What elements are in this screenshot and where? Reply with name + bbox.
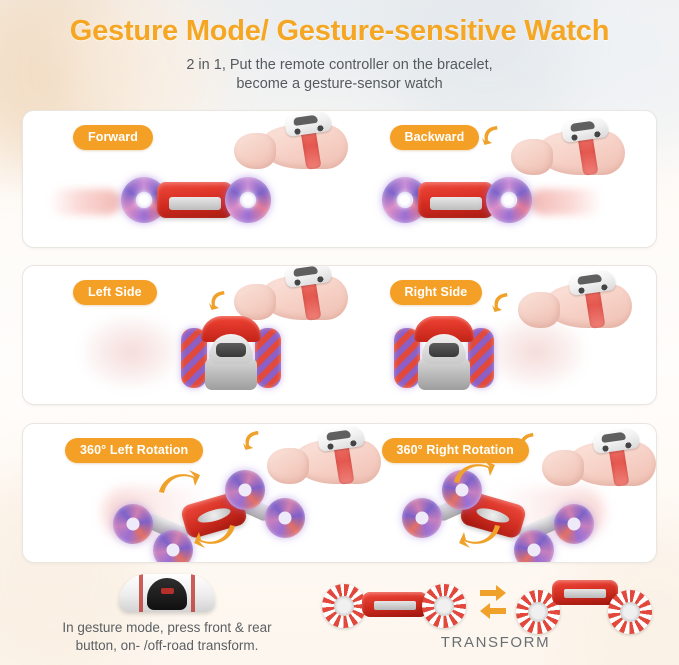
hook-arrow-icon (490, 290, 512, 316)
car-body (362, 592, 428, 617)
rotation-arrow-icon (458, 520, 504, 550)
badge-right-rotation: 360° Right Rotation (381, 438, 529, 463)
car-onroad-state (510, 578, 658, 634)
badge-right-side: Right Side (389, 280, 483, 305)
car-wheel (225, 177, 271, 223)
hook-arrow-icon (207, 288, 229, 314)
page-title: Gesture Mode/ Gesture-sensitive Watch (69, 15, 610, 47)
badge-forward: Forward (73, 125, 154, 150)
badge-left-rotation: 360° Left Rotation (65, 438, 204, 463)
gesture-mode-caption: In gesture mode, press front & rear butt… (22, 619, 312, 655)
subtitle-line-1: 2 in 1, Put the remote controller on the… (186, 56, 493, 73)
stunt-car-side-view (366, 173, 602, 231)
hand-gesture-icon (505, 115, 625, 183)
fist-shape (541, 450, 584, 486)
hand-gesture-icon (261, 424, 381, 492)
hook-arrow-icon (480, 123, 502, 149)
hook-arrow-icon (211, 247, 233, 248)
gesture-mode-note: In gesture mode, press front & rear butt… (22, 570, 312, 655)
car-body (552, 580, 618, 605)
car-wheel (485, 177, 532, 223)
panel-left-right-side: Left Side Right Side (22, 265, 657, 405)
stunt-car-side-view (49, 173, 285, 231)
car-top-view (119, 574, 215, 612)
rotation-arrow-icon (450, 458, 496, 488)
hook-arrow-icon (241, 428, 263, 454)
panel-half-right-side: Right Side (340, 266, 657, 404)
hand-gesture-icon (228, 111, 348, 177)
car-wheel (401, 498, 442, 538)
rotation-arrow-icon (155, 468, 201, 498)
page-subtitle: 2 in 1, Put the remote controller on the… (0, 56, 679, 95)
panel-half-backward: Backward (340, 111, 657, 247)
hook-arrow-icon (516, 430, 538, 456)
car-offroad-state (320, 578, 468, 630)
fist-shape (510, 139, 553, 175)
motion-blur (49, 189, 121, 215)
motion-ghost (83, 316, 179, 388)
fist-shape (517, 292, 560, 328)
stunt-car-rotating (103, 468, 309, 562)
car-wheel (608, 590, 652, 634)
panel-half-left-side: Left Side (23, 266, 348, 404)
panel-half-forward: Forward (23, 111, 348, 248)
car-wheel (322, 584, 366, 628)
arrow-right-icon (480, 585, 506, 601)
panel-half-right-rotation: 360° Right Rotation (340, 424, 657, 562)
transform-row (312, 570, 679, 634)
stunt-car-front-view (179, 314, 283, 396)
car-wheel (265, 498, 305, 538)
rotation-arrow-icon (193, 520, 239, 550)
car-stripe (191, 574, 195, 612)
bottom-section: In gesture mode, press front & rear butt… (0, 570, 679, 665)
caption-line-2: button, on- /off-road transform. (75, 638, 259, 654)
hand-gesture-icon (536, 426, 656, 494)
stunt-car-front-view (392, 314, 496, 396)
car-wheel (422, 584, 466, 628)
car-body (417, 182, 494, 218)
car-wheel (153, 530, 193, 562)
transform-arrows (478, 584, 508, 622)
panel-forward-backward: Forward Backward (22, 110, 657, 248)
subtitle-line-2: become a gesture-sensor watch (236, 76, 443, 93)
car-wheel (113, 504, 153, 544)
car-cabin (209, 334, 253, 364)
fist-shape (234, 133, 276, 169)
fist-shape (234, 284, 276, 320)
transform-label: TRANSFORM (440, 634, 551, 651)
badge-backward: Backward (389, 125, 480, 150)
transform-demo: TRANSFORM (312, 570, 679, 651)
car-stripe (139, 574, 143, 612)
header: Gesture Mode/ Gesture-sensitive Watch 2 … (0, 0, 679, 95)
panel-half-left-rotation: 360° Left Rotation (23, 424, 381, 562)
car-cabin (421, 334, 466, 364)
car-wheel (225, 470, 265, 510)
motion-ghost (487, 316, 584, 388)
badge-left-side: Left Side (73, 280, 157, 305)
fist-shape (267, 448, 309, 484)
arrow-left-icon (480, 603, 506, 619)
car-wheel (553, 504, 594, 544)
car-body (157, 182, 233, 218)
hand-gesture-icon (228, 266, 348, 328)
hand-gesture-icon (512, 268, 632, 336)
motion-blur (529, 189, 602, 215)
car-wheel (513, 530, 554, 562)
panel-rotation: 360° Left Rotation (22, 423, 657, 563)
caption-line-1: In gesture mode, press front & rear (62, 620, 272, 635)
